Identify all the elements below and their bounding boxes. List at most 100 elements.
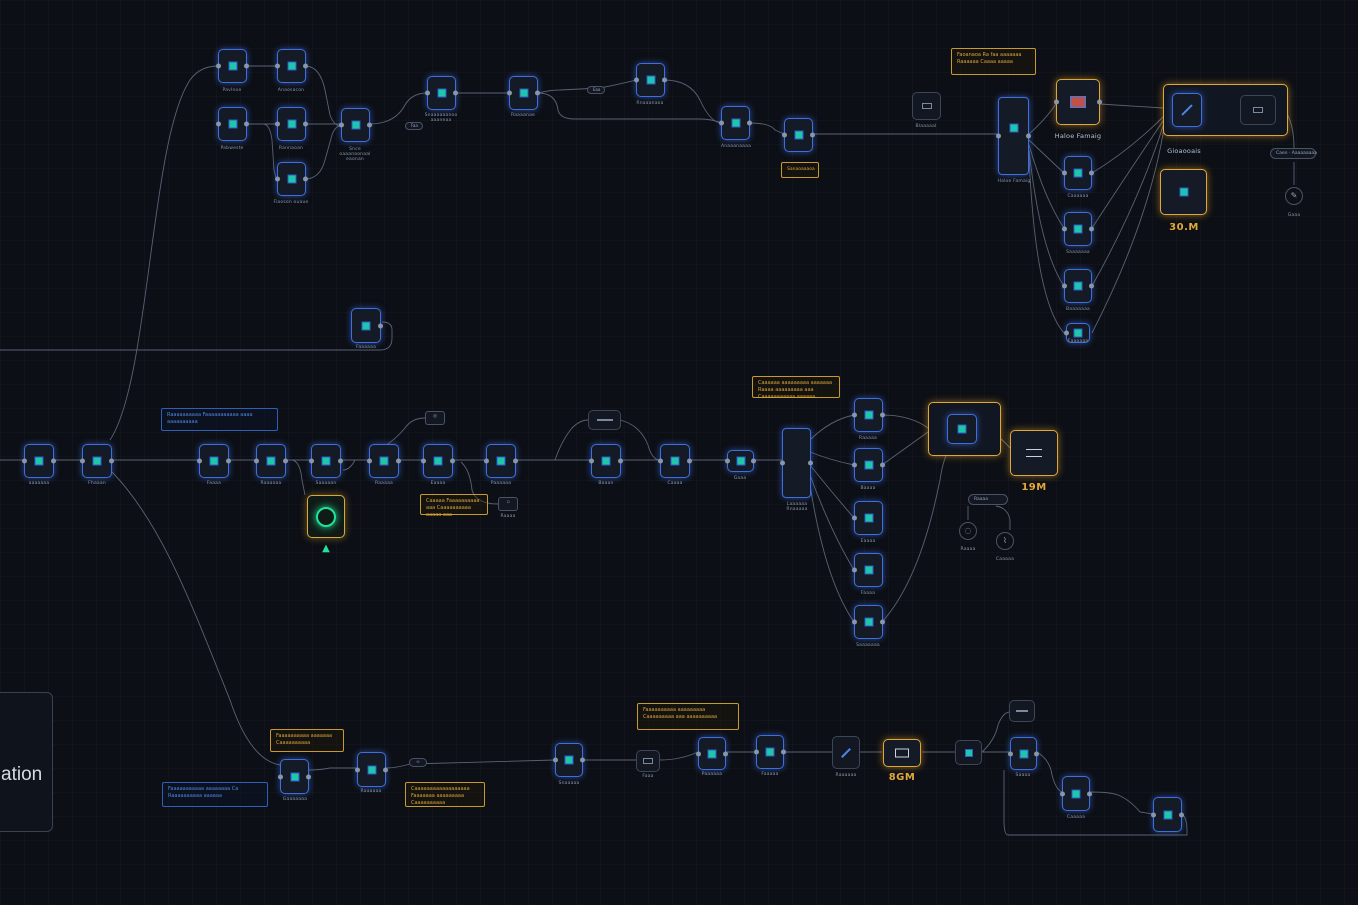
node-b12-label: Caaaa — [667, 481, 683, 486]
node-a7[interactable] — [425, 76, 458, 110]
node-a11[interactable] — [782, 118, 815, 152]
node-b4[interactable] — [254, 444, 288, 478]
node-c9[interactable] — [955, 740, 982, 765]
node-b1[interactable] — [22, 444, 56, 478]
node-hub-mid-label: Laaaaaa Rnaaaaa — [786, 502, 808, 512]
node-b12[interactable] — [658, 444, 692, 478]
node-b8[interactable] — [484, 444, 518, 478]
note-n5: Faaaaaaaaaa aaaaaaa Caaaaaaaaaa — [270, 729, 344, 752]
node-b7[interactable] — [421, 444, 455, 478]
node-c11[interactable] — [1008, 737, 1039, 770]
pen-icon[interactable]: ✎ — [1285, 187, 1303, 205]
node-a17[interactable] — [1062, 269, 1094, 303]
node-b20[interactable] — [1010, 430, 1058, 476]
node-group-mid[interactable] — [928, 402, 1001, 456]
node-b19[interactable] — [947, 414, 977, 444]
connector-chip-k6[interactable]: Eaa — [587, 86, 605, 94]
chip-k4[interactable]: Raaaa — [968, 494, 1008, 505]
node-a15[interactable] — [1062, 156, 1094, 190]
value-tag-t2: 19M — [1021, 482, 1047, 493]
node-b2[interactable] — [80, 444, 114, 478]
node-b13[interactable] — [725, 450, 756, 472]
node-c1-label: Gaaaaaaa — [282, 797, 308, 802]
node-b3-label: Faaaa — [206, 481, 222, 486]
note-a11: Sanaoaaaoa — [781, 162, 819, 178]
note-n3: Caaaaaa aaaaaaaaa aaaaaaa Raaaa aaaaaaaa… — [752, 376, 840, 400]
node-a6[interactable] — [339, 108, 372, 142]
value-tag-t1: 30.M — [1169, 222, 1199, 233]
caret-up-icon: ▲ — [322, 543, 330, 554]
brush-icon[interactable]: ⌇ — [996, 532, 1014, 550]
node-a18[interactable] — [1064, 323, 1090, 343]
node-c13[interactable] — [1151, 797, 1184, 832]
microphone-icon[interactable]: ◌ — [959, 522, 977, 540]
node-a8-label: Raaaanae — [510, 113, 536, 118]
node-b9[interactable] — [588, 410, 621, 430]
side-panel[interactable]: ation — [0, 692, 53, 832]
orb-2-label: Caaaaa — [995, 557, 1015, 562]
node-a16[interactable] — [1062, 212, 1094, 246]
node-b15[interactable] — [852, 448, 885, 482]
node-b14[interactable] — [852, 398, 885, 432]
node-a13[interactable] — [1054, 79, 1102, 125]
node-a9[interactable] — [634, 63, 667, 97]
node-a8[interactable] — [507, 76, 540, 110]
node-hub-mid[interactable] — [780, 428, 813, 498]
note-n2: Raaaaaaaaaa Faaaaaaaaaaa aaaa aaaaaaaaaa — [161, 408, 278, 431]
node-c12[interactable] — [1060, 776, 1092, 811]
node-c10[interactable] — [1009, 700, 1035, 722]
node-b18-label: Saaaaaaa — [856, 643, 880, 648]
node-a10[interactable] — [719, 106, 752, 140]
node-a7-label: Snaaaaaanoo aaaneaa — [424, 113, 458, 123]
node-green-action[interactable] — [307, 495, 345, 538]
node-a12[interactable] — [912, 92, 941, 120]
node-a2[interactable] — [275, 49, 308, 83]
node-group-top-right[interactable] — [1163, 84, 1288, 136]
node-c6[interactable] — [754, 735, 786, 769]
node-hub-top-label: Haloe Famaig — [997, 179, 1031, 184]
chip-k2[interactable]: ◎ — [425, 411, 445, 425]
node-c3[interactable] — [553, 743, 585, 777]
node-b6[interactable] — [367, 444, 401, 478]
node-a17-label: Baaaaaaa — [1066, 307, 1090, 312]
node-a20[interactable] — [1160, 169, 1207, 215]
node-b1-label: aaaaaaa — [28, 481, 50, 486]
node-a14-inner-left[interactable] — [1172, 93, 1202, 127]
node-c2[interactable] — [355, 752, 388, 787]
value-tag-t3: 8GM — [888, 772, 916, 783]
node-a18-label: Eaaaaaa — [1067, 339, 1089, 344]
node-a10-label: Anaaanaaaa — [720, 144, 752, 149]
node-a1[interactable] — [216, 49, 249, 83]
chip-k3[interactable]: ▫ — [498, 497, 518, 511]
node-a1-label: Pavlnoe — [222, 88, 242, 93]
node-a3-label: Pabweste — [220, 146, 244, 151]
node-b10[interactable] — [589, 444, 623, 478]
node-a21-label: Faaaaaa — [355, 345, 377, 350]
node-a3[interactable] — [216, 107, 249, 141]
node-a4[interactable] — [275, 107, 308, 141]
chip-k1[interactable]: Caen · Aaaaaaaaa — [1270, 148, 1317, 159]
node-c7[interactable] — [832, 736, 860, 769]
node-c1[interactable] — [278, 759, 311, 794]
node-a13-label: Haloe Famaig — [1054, 132, 1102, 140]
node-b3[interactable] — [197, 444, 231, 478]
node-a5[interactable] — [275, 162, 308, 196]
node-b16[interactable] — [852, 501, 883, 535]
side-panel-label: ation — [1, 764, 43, 785]
node-a5-label: Fiaoson ouaue — [273, 200, 309, 205]
node-a14-inner-right[interactable] — [1240, 95, 1276, 125]
node-b5[interactable] — [309, 444, 343, 478]
node-b17[interactable] — [852, 553, 883, 587]
node-c12-label: Caaaaa — [1066, 815, 1086, 820]
node-hub-top[interactable] — [996, 97, 1031, 175]
node-c8[interactable] — [883, 739, 921, 767]
note-n7: Caaaaaaaaaaaaaaaaaa Faaaaaaa aaaaaaaaa C… — [405, 782, 485, 807]
connector-chip-k5[interactable]: Faa — [405, 122, 423, 130]
node-c5[interactable] — [696, 737, 728, 770]
node-a15-label: Caaaaaa — [1067, 194, 1089, 199]
connector-chip-link[interactable]: ∞ — [409, 758, 427, 767]
node-a21[interactable] — [351, 308, 383, 343]
node-b18[interactable] — [852, 605, 885, 639]
node-c4[interactable] — [636, 750, 660, 772]
